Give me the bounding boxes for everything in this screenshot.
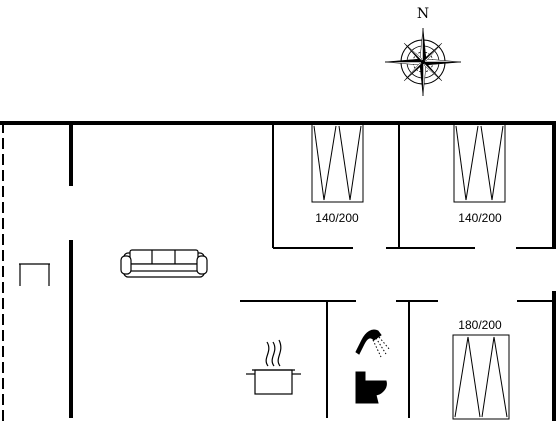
- compass-rose-icon: [384, 27, 462, 97]
- bed-140-200-right: [453, 123, 506, 203]
- bed-size-label: 140/200: [315, 211, 359, 225]
- cooking-pot-icon: [246, 339, 301, 395]
- outer-walls: [0, 121, 556, 421]
- shower-icon: [355, 329, 391, 358]
- sofa-icon: [120, 249, 208, 278]
- bed-180-200: [452, 334, 510, 420]
- interior-walls: [69, 123, 554, 418]
- bed-size-label: 180/200: [458, 318, 502, 332]
- bed-size-label: 140/200: [458, 211, 502, 225]
- toilet-icon: [355, 371, 387, 404]
- bed-140-200-left: [311, 123, 364, 203]
- compass-north-label: N: [417, 6, 429, 22]
- table-icon: [19, 263, 50, 286]
